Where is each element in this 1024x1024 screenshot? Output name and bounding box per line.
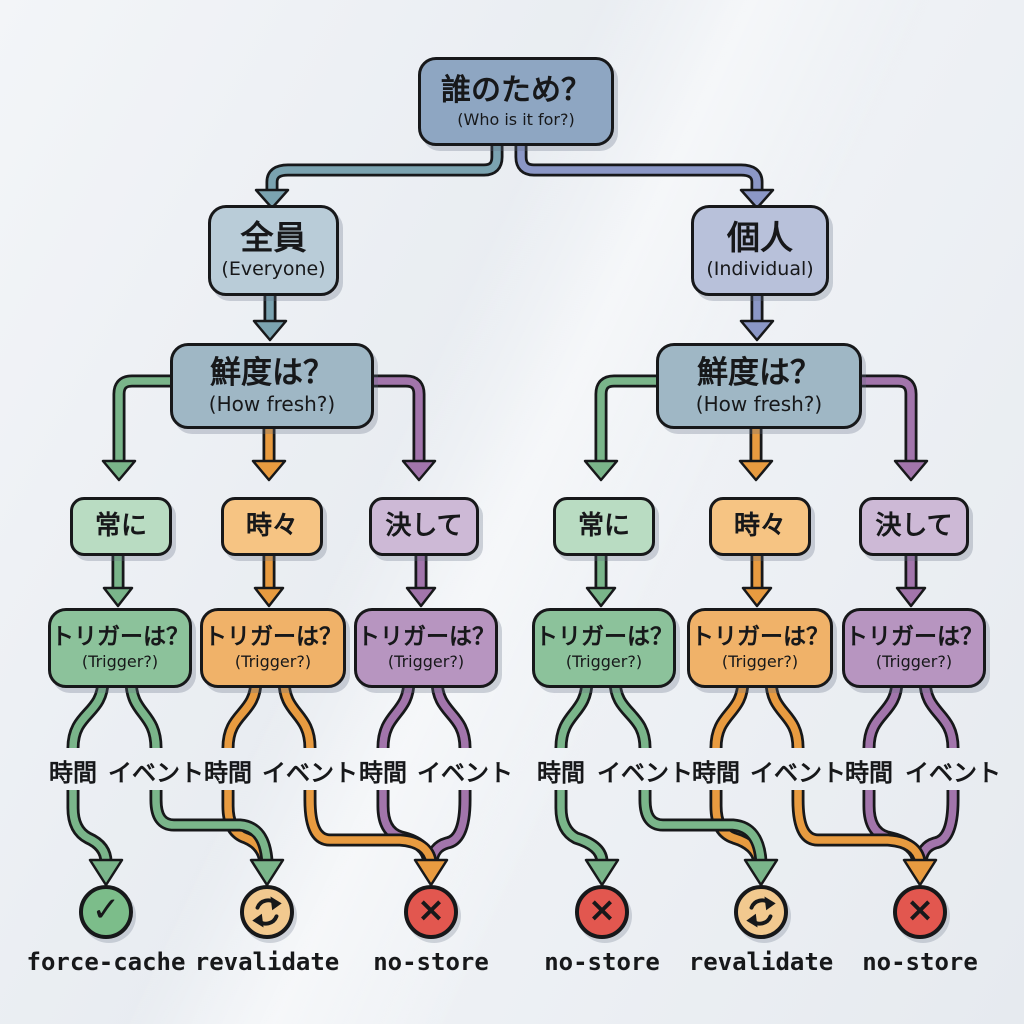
node-en-text: (Trigger?)	[875, 651, 953, 671]
node-jp-text: 決して	[385, 510, 463, 541]
node-individual: 個人 (Individual)	[691, 205, 829, 296]
node-jp-text: 決して	[875, 510, 953, 541]
label-time: 時間	[49, 759, 97, 787]
cross-circle-icon: ×	[575, 885, 629, 939]
refresh-circle-icon	[240, 885, 294, 939]
node-trigger-left-1: トリガーは？(Trigger?)	[48, 608, 192, 688]
node-en-text: (Trigger?)	[721, 651, 799, 671]
node-how-fresh-right: 鮮度は？ (How fresh?)	[656, 343, 862, 429]
node-jp-text: 全員	[240, 218, 307, 258]
node-trigger-right-1: トリガーは？(Trigger?)	[532, 608, 676, 688]
outcome-label-no-store: no-store	[862, 948, 978, 976]
node-en-text: (Individual)	[706, 258, 814, 281]
label-time: 時間	[537, 759, 585, 787]
node-en-text: (Trigger?)	[234, 651, 312, 671]
label-event: イベント	[750, 759, 846, 787]
node-trigger-left-2: トリガーは？(Trigger?)	[200, 608, 346, 688]
node-jp-text: トリガーは？	[845, 624, 983, 651]
outcome-label-revalidate: revalidate	[688, 948, 834, 976]
node-who-is-it-for: 誰のため？ (Who is it for?)	[418, 57, 614, 146]
node-how-fresh-left: 鮮度は？ (How fresh?)	[170, 343, 374, 429]
node-jp-text: トリガーは？	[691, 624, 829, 651]
node-jp-text: 時々	[245, 510, 298, 541]
node-always-left: 常に	[70, 497, 172, 556]
label-time: 時間	[204, 759, 252, 787]
node-never-right: 決して	[859, 497, 969, 556]
node-jp-text: トリガーは？	[51, 624, 189, 651]
outcome-label-no-store: no-store	[544, 948, 660, 976]
node-en-text: (Everyone)	[221, 258, 326, 281]
label-time: 時間	[845, 759, 893, 787]
label-time: 時間	[359, 759, 407, 787]
outcome-label-force-cache: force-cache	[26, 948, 186, 976]
check-icon: ✓	[91, 890, 121, 930]
cross-icon: ×	[905, 890, 935, 930]
node-jp-text: 鮮度は？	[697, 355, 821, 392]
label-event: イベント	[417, 759, 513, 787]
cross-circle-icon: ×	[893, 885, 947, 939]
node-always-right: 常に	[553, 497, 655, 556]
cross-icon: ×	[587, 890, 617, 930]
node-never-left: 決して	[369, 497, 479, 556]
cross-icon: ×	[416, 890, 446, 930]
node-trigger-right-2: トリガーは？(Trigger?)	[687, 608, 833, 688]
node-sometimes-right: 時々	[709, 497, 811, 556]
refresh-icon	[252, 896, 282, 928]
node-jp-text: トリガーは？	[204, 624, 342, 651]
node-en-text: (Who is it for?)	[457, 109, 575, 129]
node-jp-text: 常に	[577, 510, 630, 541]
node-en-text: (How fresh?)	[208, 392, 336, 417]
cross-circle-icon: ×	[404, 885, 458, 939]
node-trigger-right-3: トリガーは？(Trigger?)	[842, 608, 986, 688]
check-circle-icon: ✓	[79, 885, 133, 939]
label-event: イベント	[597, 759, 693, 787]
node-everyone: 全員 (Everyone)	[208, 205, 339, 296]
node-en-text: (Trigger?)	[387, 651, 465, 671]
node-en-text: (How fresh?)	[695, 392, 823, 417]
label-time: 時間	[692, 759, 740, 787]
refresh-circle-icon	[734, 885, 788, 939]
node-jp-text: 個人	[727, 218, 793, 258]
refresh-icon	[746, 896, 776, 928]
node-en-text: (Trigger?)	[81, 651, 159, 671]
node-en-text: (Trigger?)	[565, 651, 643, 671]
node-jp-text: 鮮度は？	[210, 355, 334, 392]
node-jp-text: トリガーは？	[357, 624, 495, 651]
node-jp-text: 誰のため？	[441, 73, 591, 109]
label-event: イベント	[905, 759, 1001, 787]
outcome-label-no-store: no-store	[373, 948, 489, 976]
node-trigger-left-3: トリガーは？(Trigger?)	[354, 608, 498, 688]
node-sometimes-left: 時々	[221, 497, 323, 556]
outcome-label-revalidate: revalidate	[194, 948, 340, 976]
node-jp-text: トリガーは？	[535, 624, 673, 651]
node-jp-text: 時々	[733, 510, 786, 541]
node-jp-text: 常に	[94, 510, 147, 541]
label-event: イベント	[108, 759, 204, 787]
label-event: イベント	[262, 759, 358, 787]
